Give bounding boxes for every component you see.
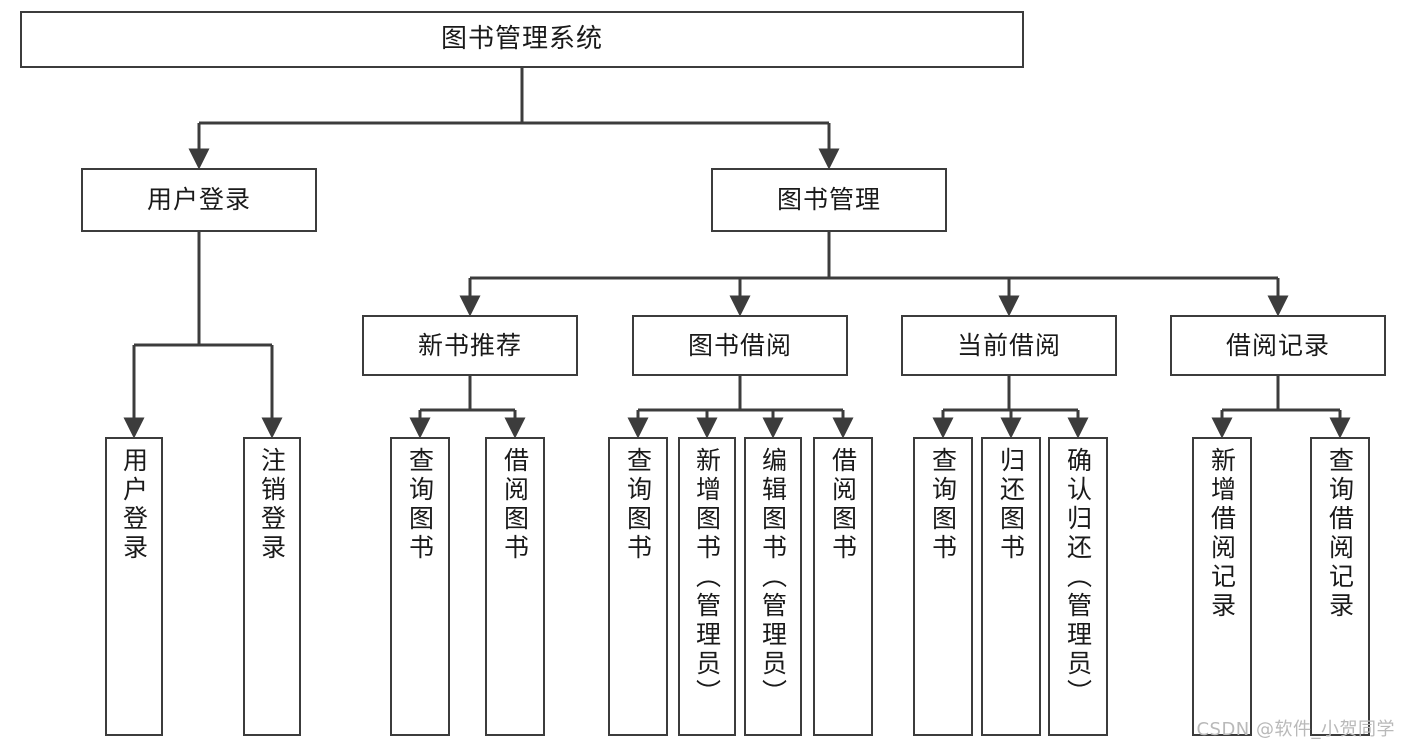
node-label: 当前借阅 <box>956 330 1061 360</box>
node-label: 确认归还（管理员） <box>1063 447 1093 708</box>
node-label: 借阅记录 <box>1225 330 1330 360</box>
node-label: 查询图书 <box>928 447 958 563</box>
node-new-book-rec[interactable]: 新书推荐 <box>362 315 578 376</box>
node-label: 图书借阅 <box>687 330 792 360</box>
node-book-borrow[interactable]: 图书借阅 <box>632 315 848 376</box>
node-leaf-add-record[interactable]: 新增借阅记录 <box>1192 437 1252 736</box>
node-label: 注销登录 <box>257 447 287 563</box>
node-label: 借阅图书 <box>828 447 858 563</box>
node-label: 查询图书 <box>405 447 435 563</box>
node-label: 借阅图书 <box>500 447 530 563</box>
node-root[interactable]: 图书管理系统 <box>20 11 1024 68</box>
node-user-login[interactable]: 用户登录 <box>81 168 317 232</box>
node-leaf-user-login[interactable]: 用户登录 <box>105 437 163 736</box>
node-leaf-logout-login[interactable]: 注销登录 <box>243 437 301 736</box>
node-label: 编辑图书（管理员） <box>758 447 788 708</box>
watermark: CSDN @软件_小贺同学 <box>1196 719 1395 740</box>
node-borrow-record[interactable]: 借阅记录 <box>1170 315 1386 376</box>
node-leaf-query-record[interactable]: 查询借阅记录 <box>1310 437 1370 736</box>
node-leaf-return-book[interactable]: 归还图书 <box>981 437 1041 736</box>
node-label: 新书推荐 <box>417 330 522 360</box>
node-label: 归还图书 <box>996 447 1026 563</box>
node-label: 新增图书（管理员） <box>692 447 722 708</box>
node-leaf-edit-book[interactable]: 编辑图书（管理员） <box>744 437 802 736</box>
node-label: 用户登录 <box>146 185 251 215</box>
node-label: 图书管理系统 <box>440 24 603 55</box>
node-current-borrow[interactable]: 当前借阅 <box>901 315 1117 376</box>
node-label: 新增借阅记录 <box>1207 447 1237 621</box>
node-label: 查询图书 <box>623 447 653 563</box>
node-leaf-confirm-return[interactable]: 确认归还（管理员） <box>1048 437 1108 736</box>
node-label: 查询借阅记录 <box>1325 447 1355 621</box>
node-leaf-query-book-3[interactable]: 查询图书 <box>913 437 973 736</box>
node-leaf-add-book[interactable]: 新增图书（管理员） <box>678 437 736 736</box>
node-label: 图书管理 <box>776 185 881 215</box>
node-label: 用户登录 <box>119 447 149 563</box>
node-leaf-query-book-1[interactable]: 查询图书 <box>390 437 450 736</box>
node-leaf-borrow-book-2[interactable]: 借阅图书 <box>813 437 873 736</box>
node-leaf-query-book-2[interactable]: 查询图书 <box>608 437 668 736</box>
node-book-mgmt[interactable]: 图书管理 <box>711 168 947 232</box>
node-leaf-borrow-book-1[interactable]: 借阅图书 <box>485 437 545 736</box>
